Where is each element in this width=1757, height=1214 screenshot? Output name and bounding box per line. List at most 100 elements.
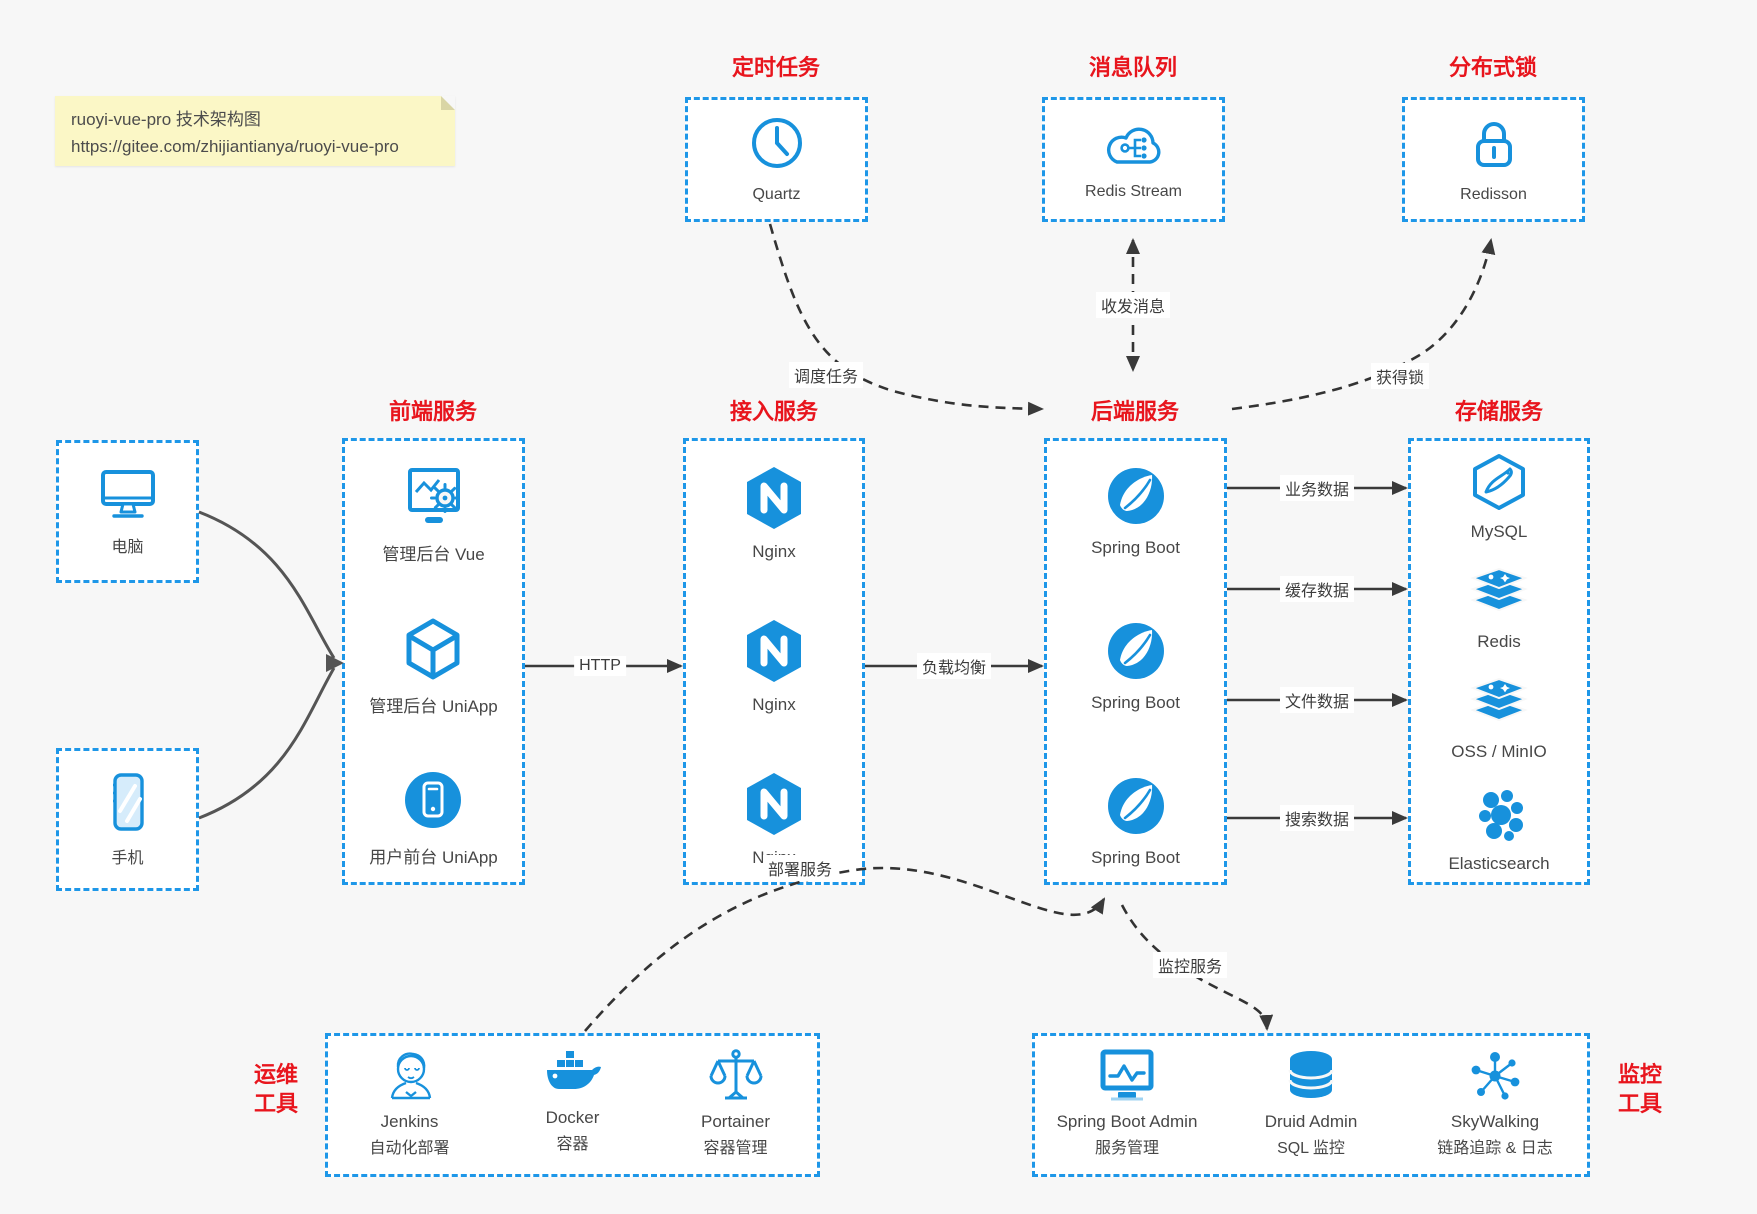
- box-storage-services: MySQL Redis OSS / MinIO Elasticsearch: [1408, 438, 1590, 885]
- clock-icon: [749, 115, 805, 176]
- redis-stack-icon: [1469, 565, 1529, 626]
- box-monitor-tools: Spring Boot Admin 服务管理 Druid Admin SQL 监…: [1032, 1033, 1590, 1177]
- monitor-tools-label: 监控 工具: [1604, 1060, 1676, 1118]
- tool-desc: 链路追踪 & 日志: [1437, 1140, 1553, 1157]
- edge-label-business-data: 业务数据: [1279, 475, 1355, 501]
- box-redisson: Redisson: [1402, 97, 1585, 222]
- frontend-admin-uniapp: 管理后台 UniApp: [369, 617, 498, 717]
- admin-vue-icon: [401, 465, 467, 534]
- tool-name: Portainer: [701, 1112, 770, 1131]
- node-label: Redis Stream: [1085, 183, 1182, 200]
- edge-label-cache-data: 缓存数据: [1279, 576, 1355, 602]
- nginx-icon: [743, 618, 805, 689]
- tool-desc: 自动化部署: [369, 1140, 450, 1157]
- node-label: Spring Boot: [1091, 538, 1180, 557]
- box-frontend-services: 管理后台 Vue 管理后台 UniApp 用户前台 UniApp: [342, 438, 525, 885]
- ops-tools-label: 运维 工具: [240, 1060, 312, 1118]
- box-pc-client: 电脑: [56, 440, 199, 583]
- node-label: 用户前台 UniApp: [369, 848, 498, 867]
- edge-label-deploy: 部署服务: [762, 855, 838, 881]
- spring-boot-icon: [1105, 775, 1167, 842]
- storage-redis: Redis: [1469, 565, 1529, 652]
- uniapp-cube-icon: [401, 617, 465, 686]
- ops-jenkins: Jenkins 自动化部署: [328, 1036, 491, 1174]
- tool-desc: 容器管理: [703, 1140, 768, 1157]
- phone-icon: [96, 771, 160, 838]
- client-label: 电脑: [111, 539, 144, 556]
- tool-name: Spring Boot Admin: [1056, 1112, 1198, 1131]
- ops-tools-label-line2: 工具: [253, 1091, 298, 1117]
- nginx-icon: [743, 465, 805, 536]
- storage-elasticsearch: Elasticsearch: [1448, 785, 1550, 874]
- monitor-spring-boot-admin: Spring Boot Admin 服务管理: [1035, 1036, 1219, 1174]
- sticky-note: ruoyi-vue-pro 技术架构图 https://gitee.com/zh…: [55, 96, 455, 166]
- tool-name: Druid Admin: [1264, 1112, 1358, 1131]
- tool-name: SkyWalking: [1450, 1112, 1540, 1131]
- backend-springboot-1: Spring Boot: [1091, 465, 1180, 558]
- node-label: MySQL: [1470, 522, 1528, 541]
- frontend-user-uniapp: 用户前台 UniApp: [369, 768, 498, 868]
- node-label: Nginx: [752, 695, 796, 714]
- ops-portainer: Portainer 容器管理: [654, 1036, 817, 1174]
- monitor-druid-admin: Druid Admin SQL 监控: [1219, 1036, 1403, 1174]
- druid-database-icon: [1284, 1048, 1338, 1107]
- monitor-skywalking: SkyWalking 链路追踪 & 日志: [1403, 1036, 1587, 1174]
- tool-name: Docker: [545, 1108, 600, 1127]
- monitor-tools-label-line1: 监控: [1617, 1062, 1662, 1087]
- backend-springboot-2: Spring Boot: [1091, 620, 1180, 713]
- section-title-distributed-lock: 分布式锁: [1448, 55, 1538, 80]
- box-redis-stream: Redis Stream: [1042, 97, 1225, 222]
- section-title-message-queue: 消息队列: [1088, 55, 1178, 80]
- edge-lock: [1231, 238, 1496, 411]
- box-phone-client: 手机: [56, 748, 199, 891]
- desktop-icon: [96, 466, 160, 527]
- storage-oss-minio: OSS / MinIO: [1451, 675, 1547, 762]
- section-title-storage: 存储服务: [1454, 399, 1544, 424]
- oss-stack-icon: [1469, 675, 1529, 736]
- edge-label-message: 收发消息: [1095, 292, 1171, 318]
- spring-boot-icon: [1105, 620, 1167, 687]
- docker-icon: [543, 1048, 603, 1103]
- node-label: 管理后台 Vue: [382, 545, 485, 564]
- node-label: Nginx: [752, 542, 796, 561]
- node-label: Redis: [1477, 632, 1521, 651]
- node-label: OSS / MinIO: [1451, 742, 1547, 761]
- access-nginx-1: Nginx: [743, 465, 805, 562]
- stream-cloud-icon: [1102, 118, 1166, 173]
- box-quartz: Quartz: [685, 97, 868, 222]
- edge-label-search-data: 搜索数据: [1279, 805, 1355, 831]
- nginx-icon: [743, 771, 805, 842]
- lock-icon: [1467, 115, 1521, 176]
- edge-deploy: [584, 866, 1106, 1032]
- node-label: Spring Boot: [1091, 848, 1180, 867]
- box-access-services: Nginx Nginx Nginx: [683, 438, 865, 885]
- edge-phone-to-frontend: [198, 667, 336, 820]
- access-nginx-2: Nginx: [743, 618, 805, 715]
- monitor-tools-label-line2: 工具: [1617, 1091, 1662, 1117]
- spring-boot-icon: [1105, 465, 1167, 532]
- node-label: Spring Boot: [1091, 693, 1180, 712]
- edge-label-monitor: 监控服务: [1152, 952, 1228, 978]
- edge-label-lock: 获得锁: [1370, 363, 1430, 389]
- access-nginx-3: Nginx: [743, 771, 805, 868]
- box-ops-tools: Jenkins 自动化部署 Docker 容器 Portainer 容器管理: [325, 1033, 820, 1177]
- edge-label-file-data: 文件数据: [1279, 687, 1355, 713]
- edge-label-http: HTTP: [574, 656, 626, 676]
- skywalking-network-icon: [1467, 1048, 1523, 1107]
- storage-mysql: MySQL: [1470, 453, 1528, 542]
- tool-name: Jenkins: [380, 1112, 439, 1131]
- section-title-scheduled-tasks: 定时任务: [731, 55, 821, 80]
- portainer-scales-icon: [707, 1048, 765, 1107]
- node-label: Elasticsearch: [1448, 854, 1550, 873]
- ops-tools-label-line1: 运维: [253, 1062, 298, 1087]
- section-title-backend: 后端服务: [1090, 399, 1180, 424]
- box-backend-services: Spring Boot Spring Boot Spring Boot: [1044, 438, 1227, 885]
- frontend-admin-vue: 管理后台 Vue: [382, 465, 485, 565]
- mysql-icon: [1470, 453, 1528, 516]
- tool-desc: 服务管理: [1094, 1140, 1159, 1157]
- edge-label-load-balance: 负载均衡: [916, 653, 992, 679]
- edge-pc-to-frontend: [198, 510, 336, 659]
- tool-desc: 容器: [556, 1136, 589, 1153]
- backend-springboot-3: Spring Boot: [1091, 775, 1180, 868]
